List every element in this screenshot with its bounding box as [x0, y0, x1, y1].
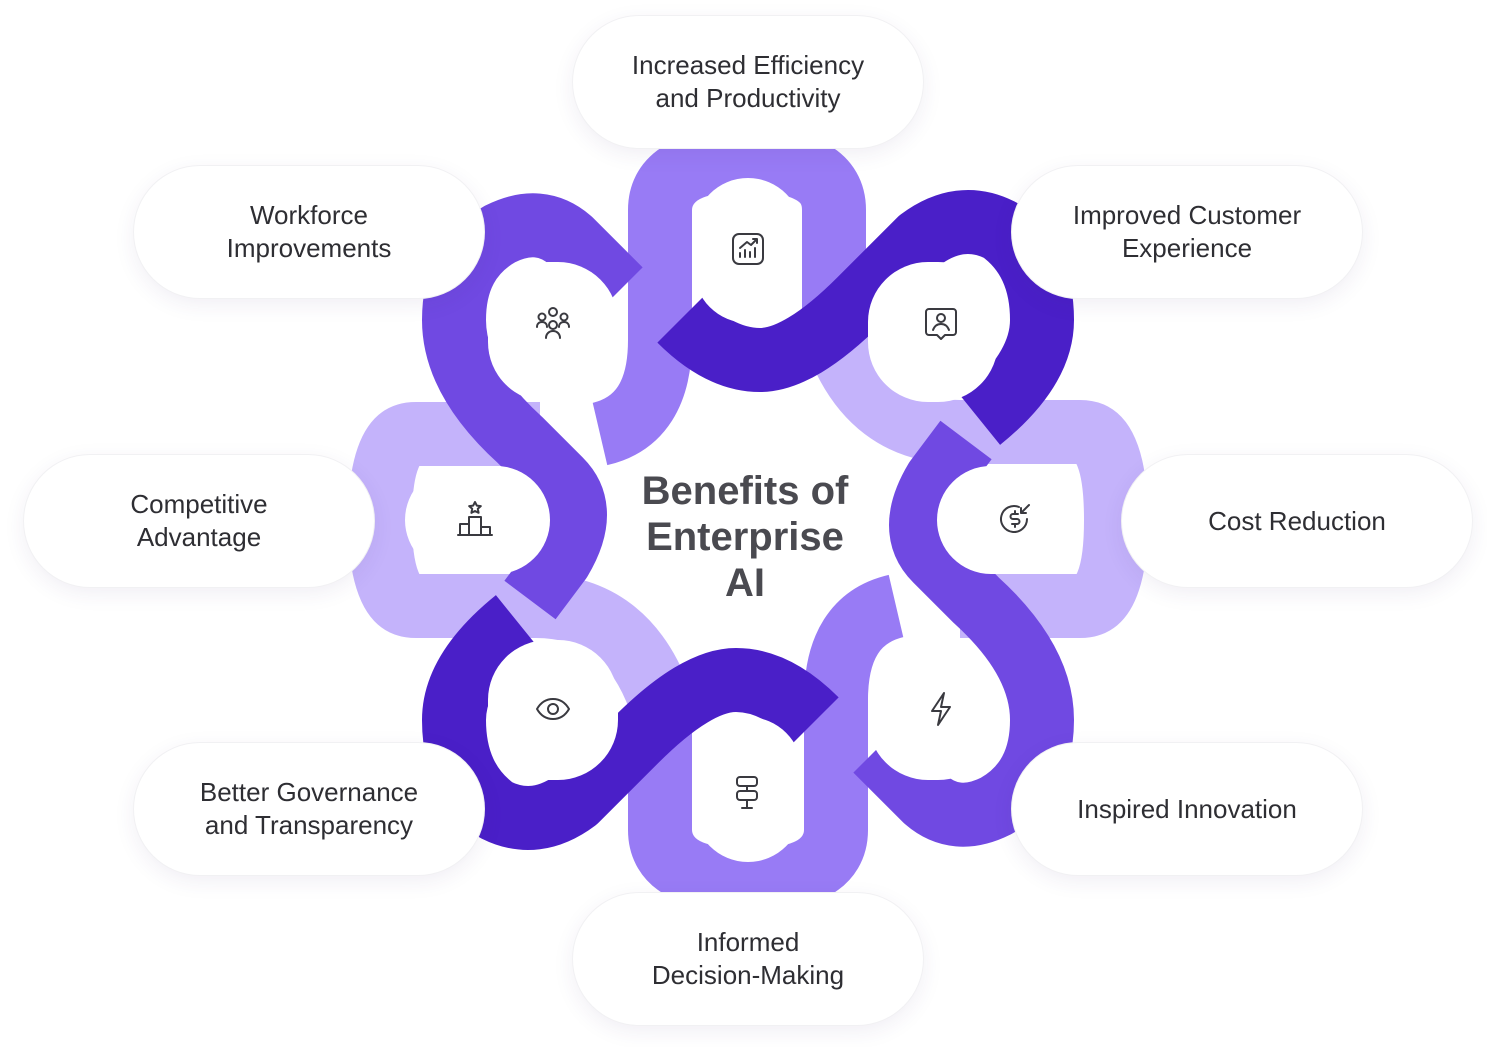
- lightning-icon: [931, 692, 951, 726]
- benefit-label: Advantage: [136, 522, 262, 552]
- benefit-label: Experience: [1121, 233, 1253, 263]
- title-line: Benefits of: [641, 469, 849, 513]
- benefit-innovation: Inspired Innovation: [1012, 743, 1362, 875]
- dollar-reduction-icon: [1000, 504, 1030, 533]
- chart-growth-icon: [732, 233, 764, 265]
- eye-icon: [536, 698, 570, 720]
- benefit-label: Inspired Innovation: [1077, 793, 1297, 824]
- ribbon-medium-right: [853, 420, 1074, 847]
- benefit-label: Informed: [696, 927, 800, 957]
- benefit-label: and Transparency: [204, 810, 414, 840]
- ribbon-pale-left: [348, 402, 691, 712]
- benefit-label: Workforce: [249, 200, 368, 230]
- diagram-title: Benefits of Enterprise AI: [590, 468, 900, 606]
- ribbon-dark-bottom: [422, 595, 839, 850]
- ribbon-medium-left: [422, 193, 643, 620]
- title-line: AI: [725, 561, 765, 605]
- benefit-label: Improved Customer: [1072, 200, 1302, 230]
- ribbon-pale-right: [805, 326, 1148, 638]
- team-icon: [536, 307, 570, 339]
- ribbon-dark-top: [657, 190, 1074, 445]
- benefit-label: Improvements: [226, 233, 392, 263]
- benefit-label: Competitive: [130, 489, 268, 519]
- benefit-label: Decision-Making: [651, 960, 845, 990]
- ribbon-light-top: [591, 128, 866, 466]
- benefit-label: and Productivity: [655, 83, 841, 113]
- customer-profile-icon: [925, 308, 957, 340]
- benefit-cost: Cost Reduction: [1122, 455, 1472, 587]
- benefit-label: Cost Reduction: [1208, 505, 1386, 536]
- title-line: Enterprise: [646, 515, 844, 559]
- ribbon-light-bottom: [628, 574, 905, 912]
- signpost-icon: [736, 776, 758, 809]
- benefit-label: Better Governance: [199, 777, 419, 807]
- podium-icon: [457, 501, 493, 536]
- benefit-label: Increased Efficiency: [631, 50, 865, 80]
